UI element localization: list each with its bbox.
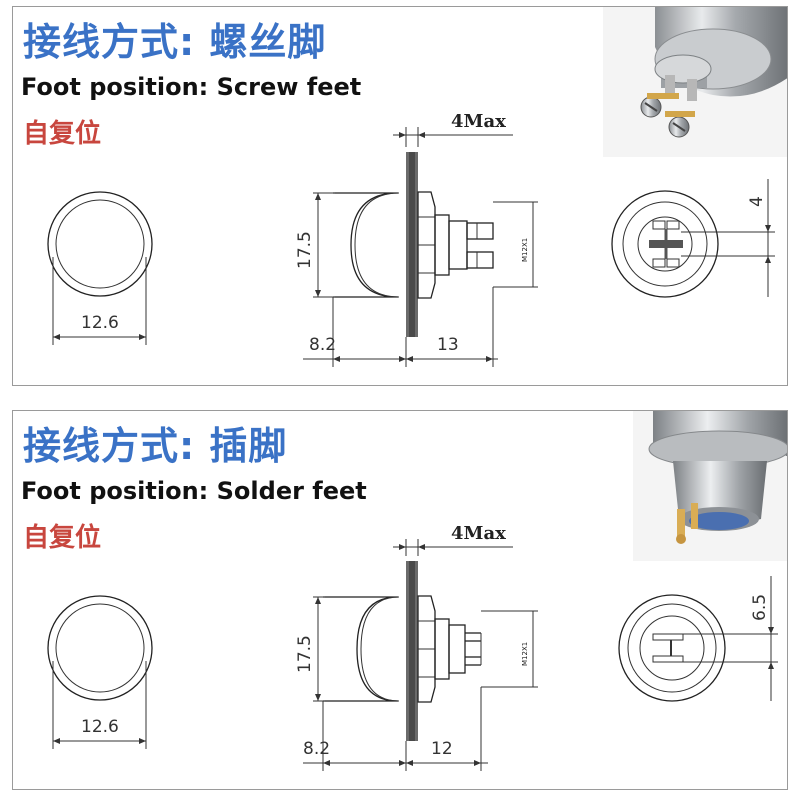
height-dim: 17.5 [295,231,315,269]
thread-label: M12X1 [521,642,529,666]
foot-position-title: Foot position: Solder feet [21,477,367,505]
wiring-title-cn: 接线方式: 插脚 [23,424,288,468]
solder-feet-product-photo [633,411,787,561]
front-length-dim: 8.2 [303,739,330,759]
side-dim: 6.5 [750,594,770,621]
rear-view: 4 [611,179,775,298]
front-view-circle: 12.6 [47,595,153,749]
foot-position-title: Foot position: Screw feet [21,73,362,101]
back-length-dim: 13 [437,335,459,355]
reset-mode-label: 自复位 [23,523,102,553]
wiring-title-cn: 接线方式: 螺丝脚 [23,20,327,64]
reset-mode-label: 自复位 [23,119,102,149]
side-view: M12X1 17.5 4Max 8.2 13 [295,111,538,367]
max-thickness-dim: 4Max [451,523,506,544]
height-dim: 17.5 [295,635,315,673]
side-view: M12X1 17.5 4Max 8.2 12 [295,523,538,771]
thread-label: M12X1 [521,238,529,262]
screw-feet-technical-drawing: 12.6 M12X1 17.5 [47,111,775,367]
solder-feet-technical-drawing: 12.6 M12X1 [47,523,778,771]
screw-feet-product-photo [603,7,787,157]
front-length-dim: 8.2 [309,335,336,355]
screw-feet-panel: 接线方式: 螺丝脚 Foot position: Screw feet 自复位 [12,6,788,386]
side-dim: 4 [747,196,767,207]
rear-view: 6.5 [618,576,778,702]
solder-feet-panel: 接线方式: 插脚 Foot position: Solder feet 自复位 … [12,410,788,790]
diameter-dim: 12.6 [81,717,119,737]
max-thickness-dim: 4Max [451,111,506,132]
front-view-circle: 12.6 [47,191,153,345]
diameter-dim: 12.6 [81,313,119,333]
back-length-dim: 12 [431,739,453,759]
